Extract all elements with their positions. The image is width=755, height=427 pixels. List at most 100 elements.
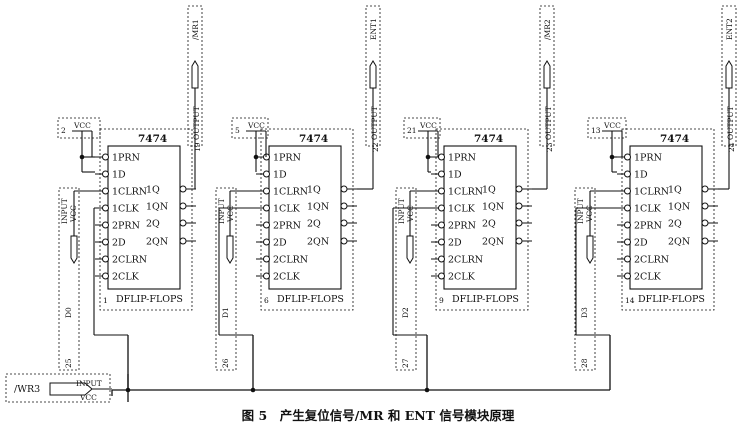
pin-label-left: 1CLRN: [273, 187, 308, 198]
input-label: INPUT: [217, 198, 226, 224]
pin-label-right: 1QN: [482, 202, 504, 213]
junction-dot: [253, 154, 259, 160]
output-name: ENT2: [725, 18, 734, 40]
chip-type-label: 7474: [138, 133, 167, 145]
pin-bubble: [340, 202, 348, 210]
pin-label-right: 2QN: [307, 237, 329, 248]
pin-label-left: 2D: [448, 238, 462, 249]
wr3-input-label: INPUT: [76, 379, 102, 388]
pin-label-right: 1Q: [668, 185, 682, 196]
output-label: OUTPUT: [192, 106, 201, 140]
wr3-input-block: /WR3 INPUT VCC: [5, 373, 112, 403]
pin-bubble: [263, 255, 270, 263]
chip-outline: [260, 128, 354, 311]
output-number: 22: [371, 142, 380, 152]
input-number: 27: [401, 358, 410, 368]
pin-label-left: 1CLK: [273, 204, 301, 215]
chip-body: [268, 145, 342, 290]
figure-caption: 图 5 产生复位信号/MR 和 ENT 信号模块原理: [242, 408, 515, 423]
wr3-input-name: /WR3: [14, 384, 40, 395]
output-name: ENT1: [369, 18, 378, 40]
output-number: 24: [727, 142, 736, 152]
input-name: D2: [401, 307, 410, 318]
pin-bubble: [701, 219, 709, 227]
pin-bubble: [263, 204, 270, 212]
pin-label-left: 1D: [273, 170, 287, 181]
pin-bubble: [438, 272, 445, 280]
pin-bubble: [263, 238, 270, 246]
pin-bubble: [438, 221, 445, 229]
chip-type-label: 7474: [299, 133, 328, 145]
output-number: 19: [193, 142, 202, 152]
pin-label-right: 2QN: [668, 237, 690, 248]
pin-label-right: 2Q: [307, 219, 321, 230]
pin-label-left: 2D: [273, 238, 287, 249]
input-box: [215, 187, 237, 371]
pin-label-right: 2Q: [146, 219, 160, 230]
output-name: /MR2: [543, 19, 552, 40]
pin-label-left: 1CLK: [448, 204, 476, 215]
pin-bubble: [102, 187, 109, 195]
pin-bubble: [438, 170, 445, 178]
pin-label-left: 2CLK: [273, 272, 301, 283]
input-port: [586, 235, 594, 264]
pin-bubble: [179, 237, 187, 245]
pin-bubble: [102, 153, 109, 161]
pin-label-left: 1CLK: [634, 204, 662, 215]
vcc-label: VCC: [603, 121, 621, 130]
vcc-number: 5: [235, 126, 240, 135]
chip-number: 6: [264, 296, 269, 305]
chip-footer-label: DFLIP-FLOPS: [116, 294, 183, 305]
pin-bubble: [102, 204, 109, 212]
pin-bubble: [102, 221, 109, 229]
pin-label-right: 2QN: [482, 237, 504, 248]
vcc-label: VCC: [247, 121, 265, 130]
output-label: OUTPUT: [370, 106, 379, 140]
pin-bubble: [624, 204, 631, 212]
pin-label-left: 1CLK: [112, 204, 140, 215]
input-port: [406, 235, 414, 264]
pin-bubble: [102, 170, 109, 178]
pin-bubble: [624, 238, 631, 246]
pin-bubble: [340, 185, 348, 193]
junction-dot: [79, 154, 85, 160]
output-number: 23: [545, 142, 554, 152]
chip-number: 1: [103, 296, 108, 305]
pin-bubble: [701, 202, 709, 210]
pin-label-right: 1QN: [146, 202, 168, 213]
clock-bus: [111, 374, 610, 402]
chip-number: 14: [625, 296, 635, 305]
pin-label-left: 2CLRN: [112, 255, 147, 266]
input-name: D3: [580, 307, 589, 318]
pin-label-left: 1PRN: [273, 153, 301, 164]
input-box: [574, 187, 596, 371]
pin-bubble: [340, 219, 348, 227]
pin-label-left: 2CLK: [448, 272, 476, 283]
input-number: 26: [221, 358, 230, 368]
chip-outline: [621, 128, 715, 311]
input-box: [58, 187, 80, 371]
pin-bubble: [438, 187, 445, 195]
chip-footer-label: DFLIP-FLOPS: [638, 294, 705, 305]
pin-bubble: [701, 237, 709, 245]
output-port: [369, 60, 377, 89]
input-number: 28: [580, 358, 589, 368]
chip-body: [443, 145, 517, 290]
pin-bubble: [515, 219, 523, 227]
pin-label-left: 1CLRN: [634, 187, 669, 198]
pin-bubble: [515, 202, 523, 210]
vcc-box: [231, 117, 269, 139]
pin-bubble: [263, 170, 270, 178]
pin-bubble: [515, 237, 523, 245]
pin-bubble: [624, 170, 631, 178]
pin-label-left: 2CLK: [112, 272, 140, 283]
vcc-number: 13: [591, 126, 601, 135]
pin-label-left: 1CLRN: [112, 187, 147, 198]
pin-label-left: 1D: [448, 170, 462, 181]
pin-bubble: [263, 187, 270, 195]
output-port: [543, 60, 551, 89]
